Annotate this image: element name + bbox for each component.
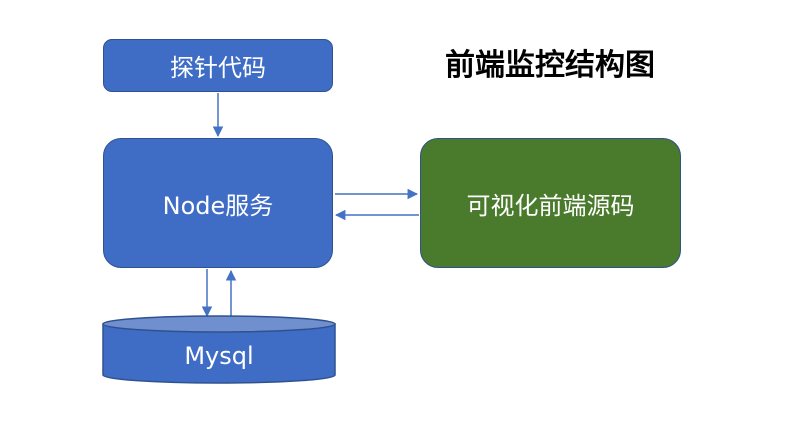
probe-code-label: 探针代码 <box>170 54 266 82</box>
diagram-title: 前端监控结构图 <box>445 48 655 83</box>
node-service-box: Node服务 <box>103 138 333 268</box>
database-cylinder <box>102 315 336 384</box>
node-service-label: Node服务 <box>162 191 274 220</box>
visual-frontend-label: 可视化前端源码 <box>466 191 635 220</box>
visual-frontend-box: 可视化前端源码 <box>420 138 681 268</box>
database-label: Mysql <box>184 342 254 370</box>
probe-code-box: 探针代码 <box>103 39 333 92</box>
